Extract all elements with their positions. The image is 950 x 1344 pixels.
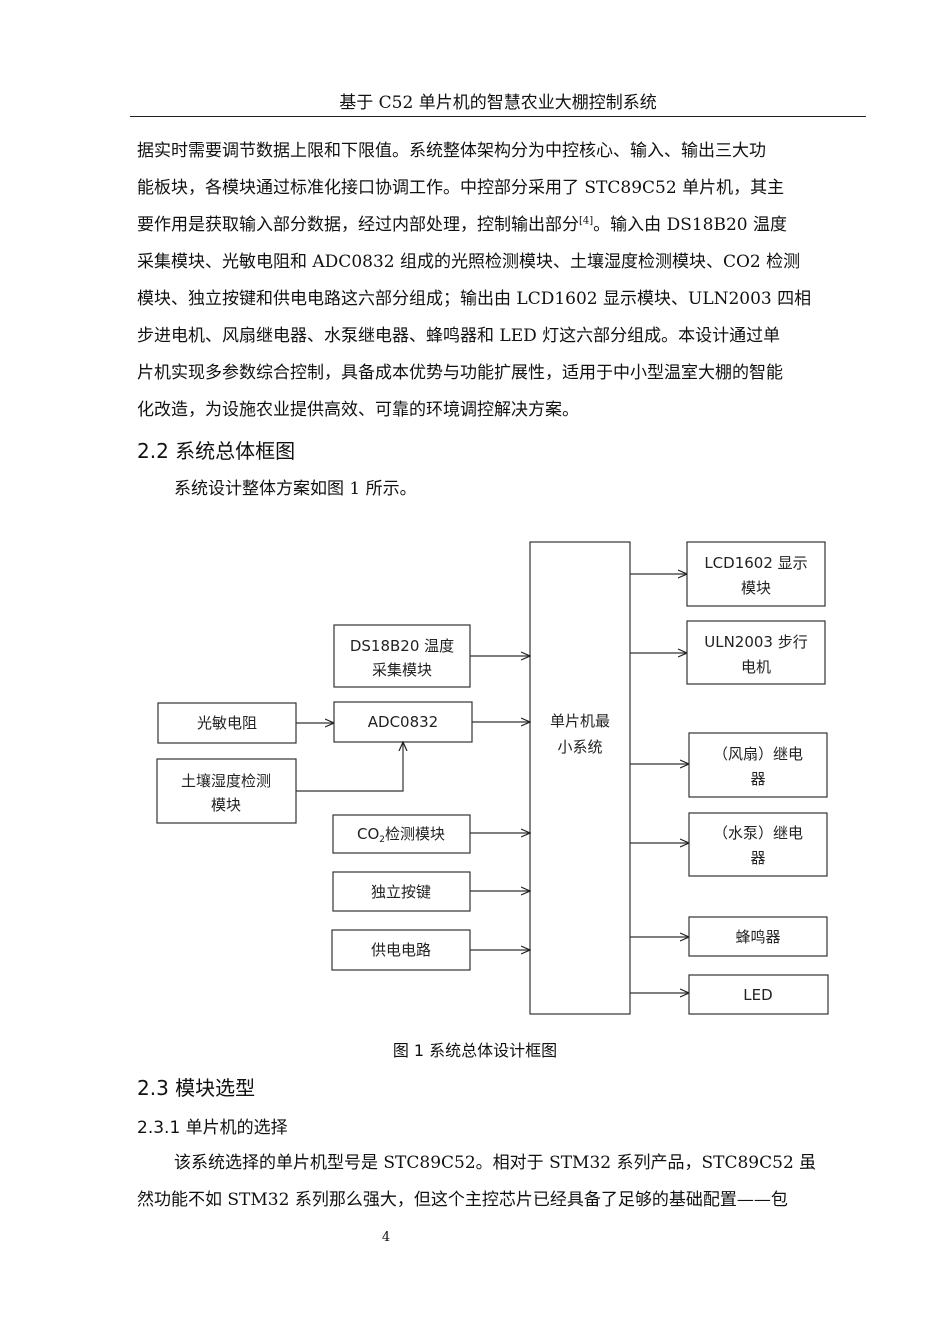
buzzer-block — [688, 916, 828, 957]
arrow-soil-to-adc — [296, 742, 403, 792]
paragraph-line: 然功能不如 STM32 系列那么强大，但这个主控芯片已经具备了足够的基础配置——… — [137, 1190, 788, 1210]
lcd1602-label: LCD1602 显示 — [704, 554, 807, 572]
photoresistor-block — [157, 702, 297, 744]
section-2-2-text: 系统设计整体方案如图 1 所示。 — [174, 479, 417, 499]
ds18b20-label: DS18B20 温度 — [350, 637, 454, 655]
section-heading-2-2: 2.2 系统总体框图 — [137, 439, 296, 463]
keys-label: 独立按键 — [371, 883, 431, 901]
system-block-diagram: 单片机最 小系统 DS18B20 温度 采集模块 光敏电阻 ADC0832 土壤… — [156, 541, 829, 1015]
paragraph-line: 要作用是获取输入部分数据，经过内部处理，控制输出部分[4]。输入由 DS18B2… — [137, 207, 859, 244]
pump-relay-label: 器 — [750, 849, 765, 867]
fan-relay-label: （风扇）继电 — [713, 745, 803, 763]
paragraph-line: 采集模块、光敏电阻和 ADC0832 组成的光照检测模块、土壤湿度检测模块、CO… — [137, 252, 801, 272]
paragraph-line: 化改造，为设施农业提供高效、可靠的环境调控解决方案。 — [137, 400, 579, 420]
power-block — [331, 929, 471, 971]
led-block — [688, 974, 829, 1015]
co2-block — [332, 814, 471, 854]
soil-moisture-block — [156, 758, 297, 824]
figure-caption: 图 1 系统总体设计框图 — [392, 1041, 558, 1060]
adc0832-block — [333, 701, 473, 743]
paragraph-line: 该系统选择的单片机型号是 STC89C52。相对于 STM32 系列产品，STC… — [174, 1153, 817, 1173]
co2-label: CO2检测模块 — [357, 825, 445, 845]
lcd1602-label: 模块 — [741, 579, 771, 597]
lcd1602-block — [686, 541, 826, 607]
intro-paragraph: 据实时需要调节数据上限和下限值。系统整体架构分为中控核心、输入、输出三大功 能板… — [137, 133, 859, 429]
mcu-label: 小系统 — [557, 738, 602, 756]
paragraph-line: 据实时需要调节数据上限和下限值。系统整体架构分为中控核心、输入、输出三大功 — [137, 141, 766, 161]
subsection-heading-2-3-1: 2.3.1 单片机的选择 — [137, 1118, 288, 1138]
led-label: LED — [743, 986, 772, 1004]
buzzer-label: 蜂鸣器 — [735, 928, 780, 946]
page-number: 4 — [381, 1230, 391, 1245]
mcu-block — [529, 541, 631, 1015]
header-rule — [130, 116, 866, 117]
adc0832-label: ADC0832 — [368, 713, 438, 731]
paragraph-line: 模块、独立按键和供电电路这六部分组成；输出由 LCD1602 显示模块、ULN2… — [137, 289, 812, 309]
uln2003-label: 电机 — [741, 658, 771, 676]
section-heading-2-3: 2.3 模块选型 — [137, 1076, 256, 1100]
uln2003-block — [686, 620, 826, 685]
section-2-3-1-paragraph: 该系统选择的单片机型号是 STC89C52。相对于 STM32 系列产品，STC… — [137, 1145, 859, 1219]
paragraph-line: 片机实现多参数综合控制，具备成本优势与功能扩展性，适用于中小型温室大棚的智能 — [137, 363, 783, 383]
keys-block — [332, 871, 471, 912]
paragraph-line: 能板块，各模块通过标准化接口协调工作。中控部分采用了 STC89C52 单片机，… — [137, 178, 785, 198]
photoresistor-label: 光敏电阻 — [197, 714, 257, 732]
paragraph-text: 。输入由 DS18B20 温度 — [593, 215, 788, 235]
paragraph-text: 要作用是获取输入部分数据，经过内部处理，控制输出部分 — [137, 215, 579, 235]
citation: [4] — [579, 215, 594, 227]
power-label: 供电电路 — [371, 941, 431, 959]
pump-relay-label: （水泵）继电 — [713, 824, 803, 842]
paragraph-line: 步进电机、风扇继电器、水泵继电器、蜂鸣器和 LED 灯这六部分组成。本设计通过单 — [137, 326, 781, 346]
soil-moisture-label: 土壤湿度检测 — [181, 772, 271, 790]
fan-relay-label: 器 — [750, 770, 765, 788]
soil-moisture-label: 模块 — [211, 796, 241, 814]
fan-relay-block — [688, 732, 828, 798]
ds18b20-block — [333, 624, 471, 688]
ds18b20-label: 采集模块 — [372, 661, 432, 679]
uln2003-label: ULN2003 步行 — [704, 633, 808, 651]
pump-relay-block — [688, 812, 828, 877]
mcu-label: 单片机最 — [550, 712, 610, 730]
running-header: 基于 C52 单片机的智慧农业大棚控制系统 — [339, 93, 657, 113]
